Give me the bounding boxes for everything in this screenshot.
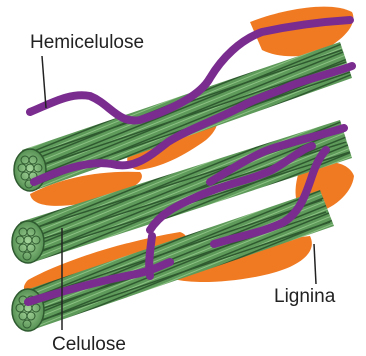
cellulose-label: Celulose — [52, 334, 126, 355]
hemicellulose-leader-line — [42, 56, 46, 108]
lignin-leader-line — [314, 244, 316, 284]
lignin-label: Lignina — [274, 286, 336, 307]
hemicellulose-label: Hemicelulose — [30, 32, 144, 53]
